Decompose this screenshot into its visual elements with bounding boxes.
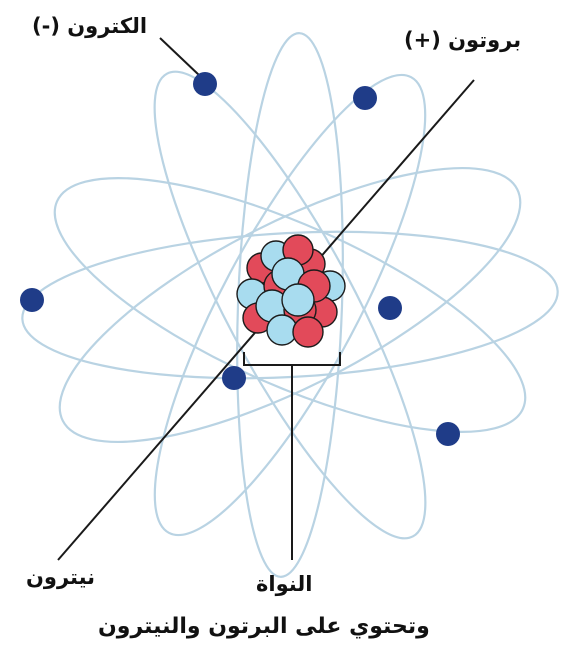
electron: [436, 422, 460, 446]
electron-pointer-line: [160, 38, 200, 76]
electron: [193, 72, 217, 96]
nucleus-contents-caption: وتحتوي على البرتون والنيترون: [98, 614, 430, 639]
electron: [20, 288, 44, 312]
electron: [378, 296, 402, 320]
electron: [222, 366, 246, 390]
nucleon: [293, 317, 323, 347]
nucleon: [282, 284, 314, 316]
nucleus-label: النواة: [256, 572, 312, 596]
nucleus-bracket: [244, 352, 340, 560]
nucleus: [237, 235, 345, 347]
neutron-label: نيترون: [26, 565, 95, 589]
electron-label: الكترون (-): [32, 14, 147, 38]
proton-label: بروتون (+): [404, 28, 521, 52]
electron: [353, 86, 377, 110]
